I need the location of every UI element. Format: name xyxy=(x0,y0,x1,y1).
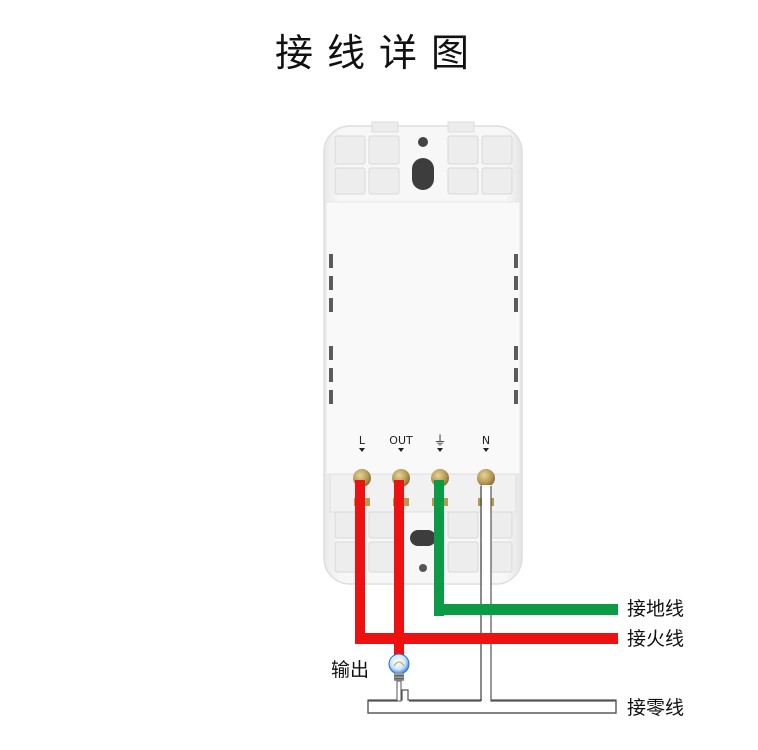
ground-wire xyxy=(434,480,618,616)
terminal-screw-n xyxy=(477,469,495,487)
ground-symbol-icon: ⏚ xyxy=(433,434,446,449)
ground-wire-label: 接地线 xyxy=(627,598,684,620)
side-notches xyxy=(329,254,518,404)
output-label: 输出 xyxy=(331,659,369,681)
top-mount-slot xyxy=(412,158,434,190)
terminal-arrows xyxy=(359,448,489,452)
live-wire-label: 接火线 xyxy=(627,628,684,650)
bottom-mount-slot xyxy=(410,530,436,546)
top-bracket-grid xyxy=(334,135,513,195)
neutral-wire-label: 接零线 xyxy=(627,697,684,719)
terminal-label-l: L xyxy=(359,434,366,447)
page-title: 接线详图 xyxy=(274,31,483,75)
neutral-wire xyxy=(367,485,617,714)
terminal-label-n: N xyxy=(482,434,490,447)
switch-module xyxy=(323,121,523,585)
cover-plate xyxy=(325,201,521,475)
bottom-screw-hole xyxy=(419,564,427,572)
top-screw-hole xyxy=(418,137,428,147)
live-wire xyxy=(355,480,618,658)
terminal-label-out: OUT xyxy=(389,434,413,447)
light-bulb-icon xyxy=(388,653,410,702)
